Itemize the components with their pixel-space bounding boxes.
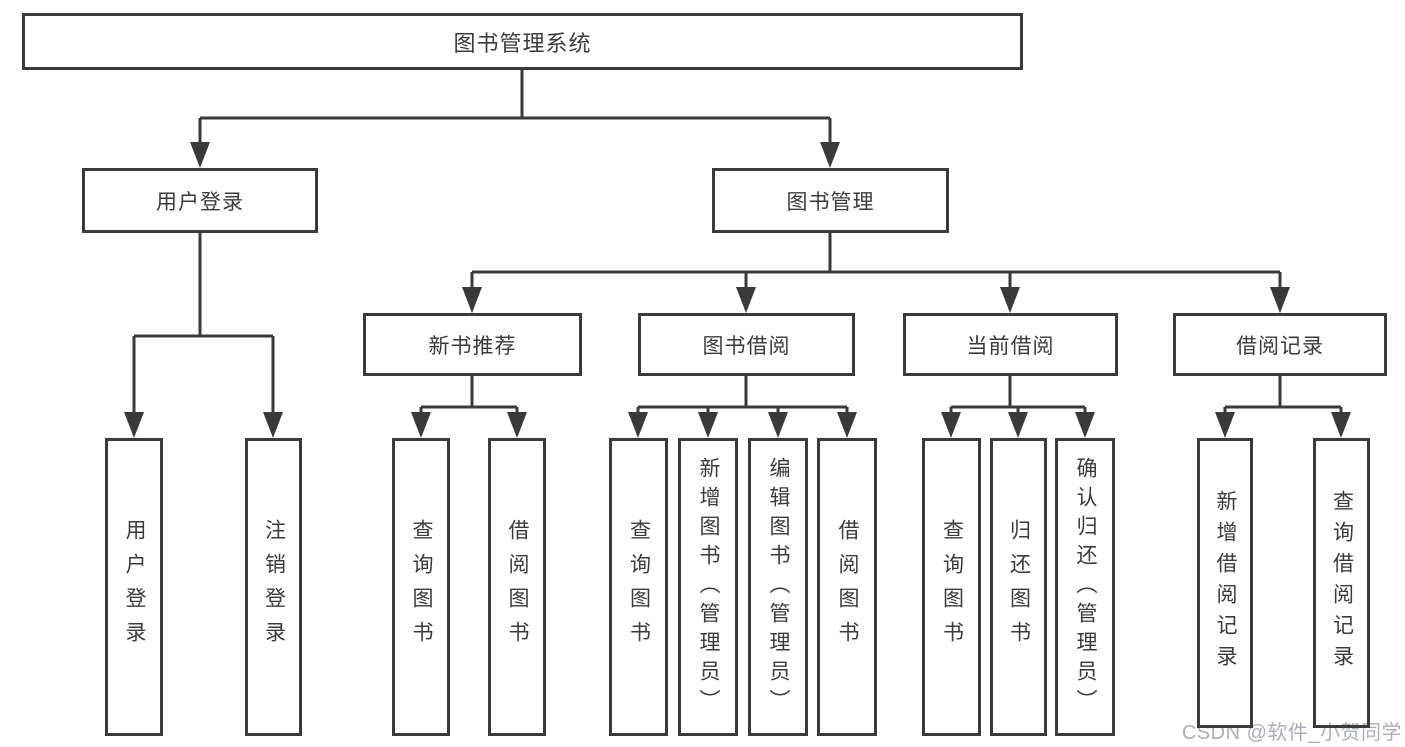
node-user-login: 用户登录: [82, 168, 318, 233]
node-current-borrow: 当前借阅: [903, 313, 1118, 376]
leaf-return-book: 归还图书: [990, 438, 1047, 736]
node-book-management: 图书管理: [712, 168, 949, 233]
leaf-query-books-borrow: 查询图书: [609, 438, 668, 736]
leaf-logout: 注销登录: [245, 438, 302, 736]
csdn-watermark: CSDN @软件_小贺同学: [1181, 722, 1402, 744]
leaf-edit-book-admin: 编辑图书（管理员）: [748, 438, 808, 736]
leaf-borrow-books-recommend: 借阅图书: [488, 438, 546, 736]
leaf-query-books-recommend: 查询图书: [392, 438, 450, 736]
node-borrow-records: 借阅记录: [1173, 313, 1387, 376]
leaf-confirm-return-admin: 确认归还（管理员）: [1055, 438, 1115, 736]
node-book-borrow: 图书借阅: [638, 313, 855, 376]
leaf-query-borrow-record: 查询借阅记录: [1313, 438, 1370, 728]
leaf-borrow-books: 借阅图书: [817, 438, 877, 736]
leaf-add-borrow-record: 新增借阅记录: [1197, 438, 1253, 728]
leaf-add-book-admin: 新增图书（管理员）: [678, 438, 738, 736]
node-new-book-recommend: 新书推荐: [363, 313, 582, 376]
node-library-system: 图书管理系统: [22, 13, 1023, 70]
leaf-user-login: 用户登录: [105, 438, 163, 736]
leaf-query-books-current: 查询图书: [922, 438, 981, 736]
